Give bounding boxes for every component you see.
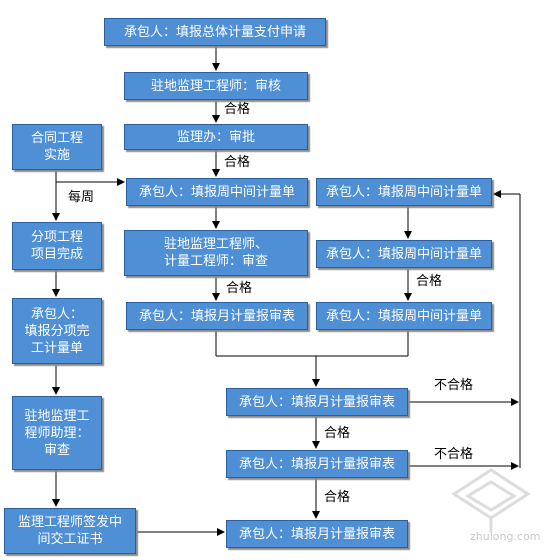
interim-certificate-box: 监理工程师签发中 间交工证书 [4, 508, 136, 554]
resident-engineer-review-box: 驻地监理工程师：审核 [124, 72, 308, 100]
monthly-form-box-mid: 承包人：填报月计量报审表 [126, 302, 308, 330]
weekly-form-box-right-1: 承包人：填报周中间计量单 [316, 178, 492, 206]
watermark-logo-icon [451, 468, 531, 532]
pass-label: 合格 [324, 490, 351, 505]
weekly-label: 每周 [68, 190, 95, 205]
contract-implementation-box: 合同工程 实施 [12, 124, 102, 170]
pass-label: 合格 [324, 426, 351, 441]
sub-item-measurement-form-box: 承包人： 填报分项完 工计量单 [12, 298, 102, 364]
apply-total-payment-box: 承包人：填报总体计量支付申请 [104, 18, 326, 46]
supervision-office-approve-box: 监理办：审批 [124, 124, 308, 150]
assistant-engineer-check-box: 驻地监理工 程师助理： 审查 [12, 396, 102, 470]
watermark-text: zhulong.com [470, 530, 541, 543]
weekly-form-box-right-3: 承包人：填报周中间计量单 [316, 302, 492, 330]
engineer-check-box: 驻地监理工程师、 计量工程师：审查 [124, 230, 308, 276]
pass-label: 合格 [224, 155, 251, 170]
pass-label: 合格 [226, 281, 253, 296]
fail-label: 不合格 [434, 447, 474, 462]
monthly-form-box-1: 承包人：填报月计量报审表 [226, 388, 408, 416]
pass-label: 合格 [416, 274, 443, 289]
weekly-form-box-right-2: 承包人：填报周中间计量单 [316, 240, 492, 268]
monthly-form-box-2: 承包人：填报月计量报审表 [226, 450, 408, 478]
weekly-form-box-mid: 承包人：填报周中间计量单 [126, 178, 308, 206]
pass-label: 合格 [224, 102, 251, 117]
fail-label: 不合格 [434, 378, 474, 393]
monthly-form-box-3: 承包人：填报月计量报审表 [226, 520, 408, 548]
sub-item-completed-box: 分项工程 项目完成 [12, 222, 102, 270]
